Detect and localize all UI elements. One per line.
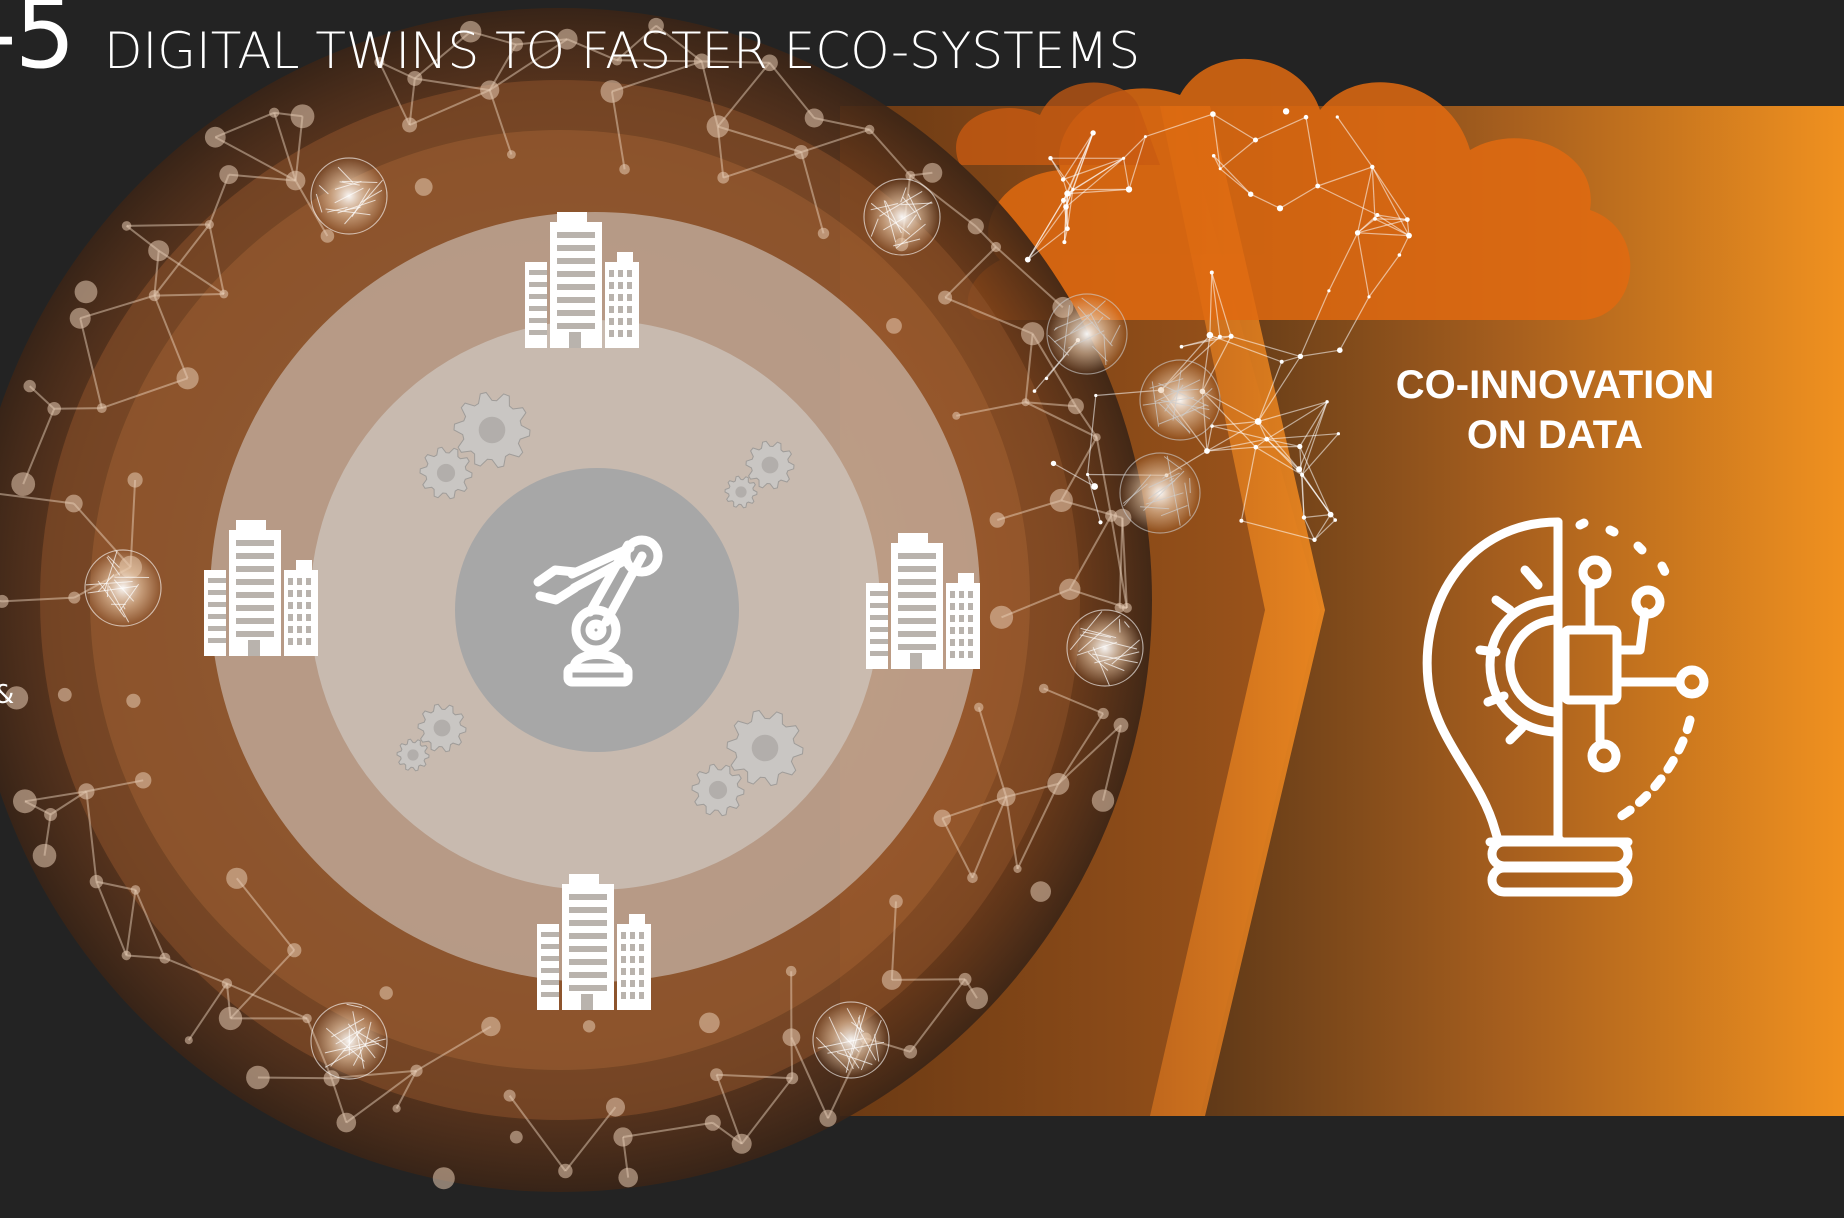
- gear-icons: [396, 391, 804, 817]
- building-icon-left: [204, 520, 318, 656]
- lightbulb-gear-circuit-icon: [1422, 517, 1709, 897]
- page-title: DIGITAL TWINS TO FASTER ECO-SYSTEMS: [104, 22, 1141, 80]
- cloud-shape: [956, 58, 1631, 321]
- building-icon-right: [866, 533, 980, 669]
- co-innovation-line-2: ON DATA: [1466, 413, 1644, 457]
- building-icon-bottom: [537, 874, 651, 1010]
- node-spheres: [84, 157, 1144, 1080]
- co-innovation-line-1: CO-INNOVATION: [1395, 363, 1715, 407]
- robot-arm-icon: [533, 535, 663, 687]
- cloud-network-icon: [1024, 108, 1412, 542]
- edge-text-fragment-1: &: [0, 680, 14, 710]
- edge-text-fragment-2: .: [0, 745, 2, 775]
- co-innovation-label: CO-INNOVATION ON DATA: [1335, 360, 1775, 460]
- building-icon-top: [525, 212, 639, 348]
- section-number: -5: [0, 0, 76, 90]
